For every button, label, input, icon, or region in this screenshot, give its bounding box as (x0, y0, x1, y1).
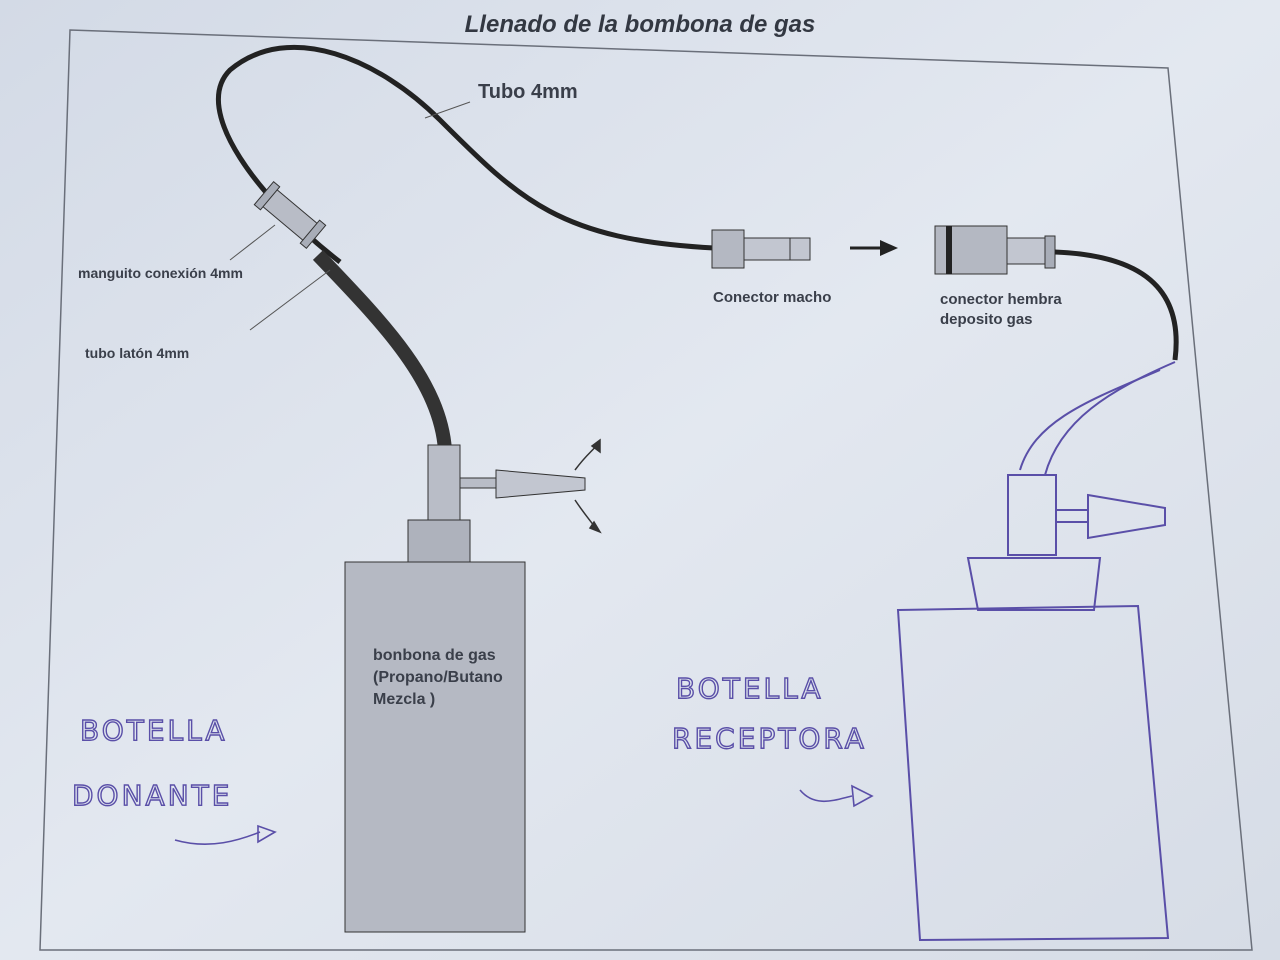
brass-tube (312, 250, 452, 451)
diagram-title: Llenado de la bombona de gas (465, 11, 816, 38)
receiver-bottle-sketch (896, 361, 1176, 942)
label-sleeve: manguito conexión 4mm (78, 265, 243, 281)
label-brass-tube: tubo latón 4mm (85, 345, 189, 361)
female-connector (934, 225, 1056, 275)
label-tube: Tubo 4mm (478, 81, 578, 103)
label-female-connector-2: deposito gas (940, 311, 1033, 328)
cylinder-label-2: (Propano/Butano (373, 669, 503, 686)
hose-4mm (216, 44, 715, 264)
leader-line (249, 269, 331, 331)
handwritten-donor-1: BOTELLA (80, 714, 228, 747)
cylinder-label-3: Mezcla ) (373, 691, 435, 708)
label-female-connector-1: conector hembra (940, 291, 1062, 308)
handwritten-arrow-icon (799, 784, 874, 808)
handwritten-arrow-icon (174, 824, 277, 845)
label-male-connector: Conector macho (713, 289, 831, 306)
leader-line (424, 101, 471, 119)
donor-cylinder (344, 444, 586, 933)
receiver-hose (1054, 249, 1179, 361)
leader-line (229, 224, 276, 261)
handwritten-receiver-2: RECEPTORA (672, 722, 867, 755)
male-connector (711, 229, 811, 269)
connection-sleeve (253, 180, 327, 250)
handwritten-receiver-1: BOTELLA (676, 672, 824, 705)
cylinder-label-1: bonbona de gas (373, 647, 496, 664)
handwritten-donor-2: DONANTE (72, 779, 232, 812)
arrow-icon (850, 240, 898, 256)
diagram-frame (39, 29, 1253, 951)
rotation-arrow-icon (574, 438, 602, 534)
